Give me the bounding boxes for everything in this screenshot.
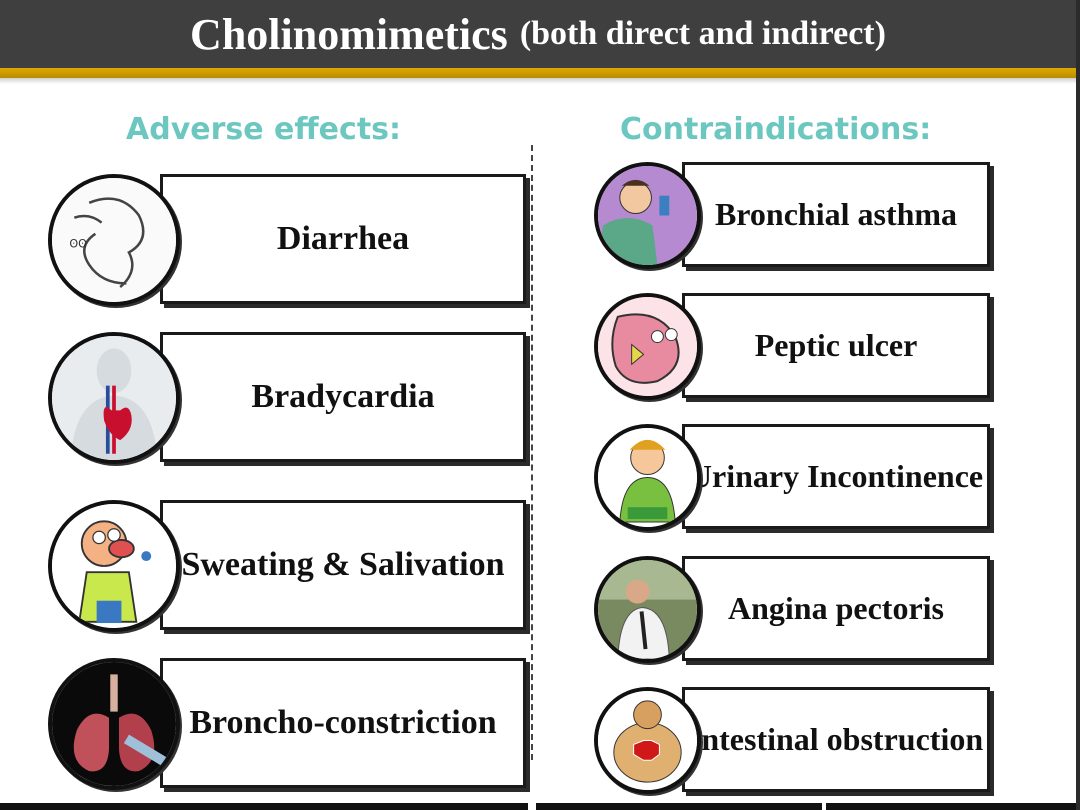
adverse-effect-label: Broncho-constriction <box>160 658 526 788</box>
contraindication-item: Bronchial asthma <box>594 162 994 269</box>
adverse-effect-label: Bradycardia <box>160 332 526 462</box>
column-divider <box>531 145 533 760</box>
title-bar: Cholinomimetics (both direct and indirec… <box>0 0 1076 68</box>
heart-anatomy-icon <box>48 332 180 464</box>
contraindications-heading: Contraindications: <box>620 112 932 147</box>
bottom-rule-left <box>0 803 528 810</box>
title-underline-shadow <box>0 78 1076 84</box>
contraindication-label: Intestinal obstruction <box>682 687 990 792</box>
diarrhea-sketch-icon: ʘʘ <box>48 174 180 306</box>
slide-title: Cholinomimetics <box>190 9 508 59</box>
contraindication-item: Angina pectoris <box>594 556 994 663</box>
bottom-rule-right <box>826 803 1076 810</box>
adverse-effect-item: Bradycardia <box>48 332 526 464</box>
adverse-effect-item: Diarrhea ʘʘ <box>48 174 526 306</box>
adverse-effects-heading: Adverse effects: <box>126 112 402 147</box>
bottom-rule-middle <box>536 803 822 810</box>
title-underline <box>0 68 1076 78</box>
contraindication-item: Intestinal obstruction <box>594 687 994 794</box>
contraindication-label: Peptic ulcer <box>682 293 990 398</box>
chest-pain-photo-icon <box>594 556 701 663</box>
adverse-effect-item: Sweating & Salivation <box>48 500 526 632</box>
contraindication-item: Urinary Incontinence <box>594 424 994 531</box>
adverse-effect-label: Sweating & Salivation <box>160 500 526 630</box>
svg-text:ʘʘ: ʘʘ <box>69 237 87 250</box>
contraindication-label: Bronchial asthma <box>682 162 990 267</box>
adverse-effect-item: Broncho-constriction <box>48 658 526 790</box>
contraindication-label: Urinary Incontinence <box>682 424 990 529</box>
sweating-cartoon-icon <box>48 500 180 632</box>
contraindication-item: Peptic ulcer <box>594 293 994 400</box>
slide-edge <box>1076 0 1080 810</box>
adverse-effect-label: Diarrhea <box>160 174 526 304</box>
stop-belly-cartoon-icon <box>594 687 701 794</box>
inhaler-cartoon-icon <box>594 162 701 269</box>
stomach-ulcer-icon <box>594 293 701 400</box>
lungs-icon <box>48 658 180 790</box>
slide-subtitle: (both direct and indirect) <box>519 15 886 52</box>
incontinence-cartoon-icon <box>594 424 701 531</box>
contraindication-label: Angina pectoris <box>682 556 990 661</box>
